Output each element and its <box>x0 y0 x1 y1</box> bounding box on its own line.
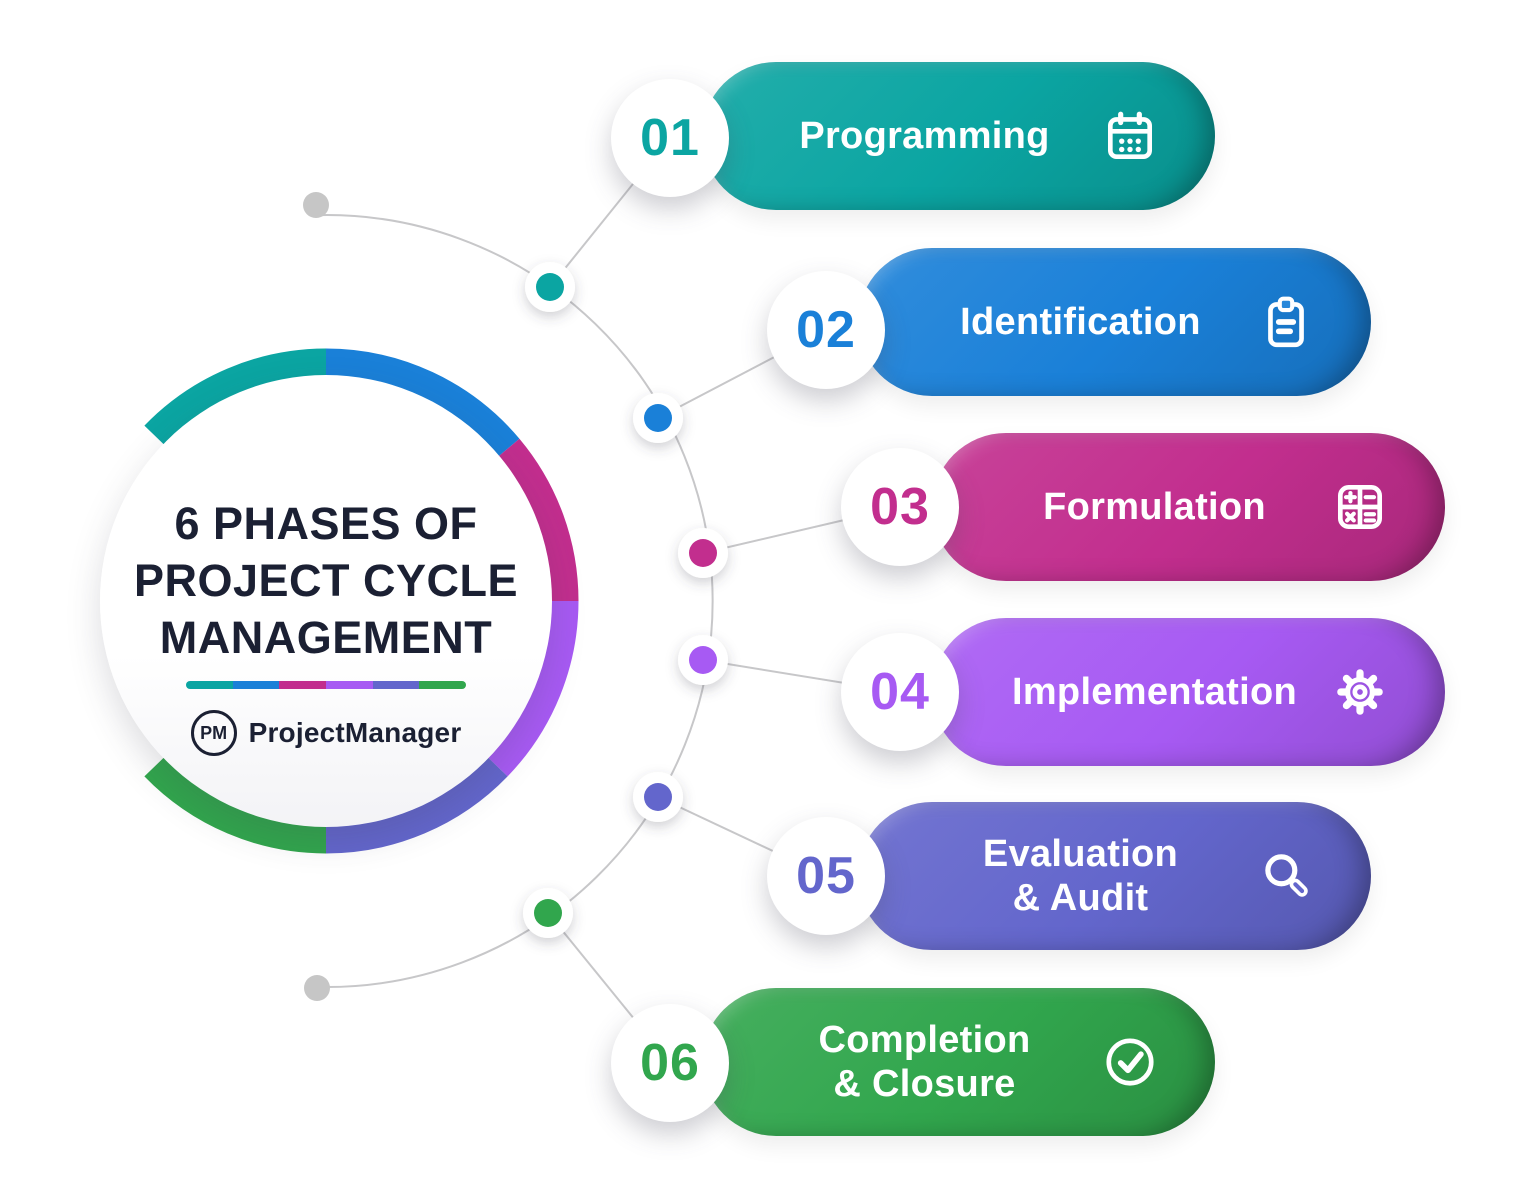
clipboard-icon <box>1268 296 1304 348</box>
phase-color-ring <box>144 348 579 854</box>
phase-number-badge-03: 03 <box>841 448 959 566</box>
phase-number: 03 <box>870 478 930 536</box>
page-title: 6 PHASES OF PROJECT CYCLE MANAGEMENT <box>100 495 552 666</box>
gear-icon <box>1337 669 1383 715</box>
title-line-3: MANAGEMENT <box>159 612 493 663</box>
calendar-icon <box>1107 111 1153 160</box>
connector-nodes <box>523 262 728 938</box>
phase-number: 01 <box>640 109 700 167</box>
phase-number: 05 <box>796 847 856 905</box>
center-circle: 6 PHASES OF PROJECT CYCLE MANAGEMENT PM … <box>100 375 552 827</box>
connector-end-dots <box>303 192 330 1001</box>
magnifier-icon <box>1265 854 1308 897</box>
title-line-2: PROJECT CYCLE <box>133 555 519 606</box>
phase-label: Implementation <box>1011 670 1297 713</box>
phase-number-badge-04: 04 <box>841 633 959 751</box>
divider-segment <box>232 681 280 689</box>
phase-number-badge-06: 06 <box>611 1004 729 1122</box>
divider-segment <box>372 681 420 689</box>
phase-pill-completion-closure: Completion & Closure <box>702 988 1215 1136</box>
logo-monogram: PM <box>200 722 228 743</box>
phase-pill-formulation: Formulation <box>932 433 1445 581</box>
brand-logo: PM ProjectManager <box>100 710 552 756</box>
phase-number-badge-02: 02 <box>767 271 885 389</box>
phase-number-badge-05: 05 <box>767 817 885 935</box>
phase-number-badge-01: 01 <box>611 79 729 197</box>
title-line-1: 6 PHASES OF <box>174 498 478 549</box>
phase-pill-implementation: Implementation <box>932 618 1445 766</box>
phase-number: 02 <box>796 301 856 359</box>
color-divider <box>186 681 466 689</box>
divider-segment <box>279 681 327 689</box>
phase-pill-identification: Identification <box>858 248 1371 396</box>
phase-label: Programming <box>799 114 1050 157</box>
phase-label: Formulation <box>1043 485 1266 528</box>
phase-label: Completion & Closure <box>818 1018 1031 1105</box>
phase-number: 06 <box>640 1034 700 1092</box>
check-circle-icon <box>1106 1038 1154 1086</box>
projectmanager-logo-icon: PM <box>190 710 237 756</box>
phase-label: Identification <box>960 300 1201 343</box>
divider-segment <box>186 681 233 689</box>
calculator-icon <box>1337 484 1383 530</box>
phase-label: Evaluation & Audit <box>982 832 1179 919</box>
phase-pill-programming: Programming <box>702 62 1215 210</box>
phase-number: 04 <box>870 663 930 721</box>
divider-segment <box>326 681 373 689</box>
connector-chain-line <box>315 214 714 988</box>
divider-segment <box>419 681 466 689</box>
phase-pill-evaluation-audit: Evaluation & Audit <box>858 802 1371 950</box>
brand-name: ProjectManager <box>248 717 462 748</box>
